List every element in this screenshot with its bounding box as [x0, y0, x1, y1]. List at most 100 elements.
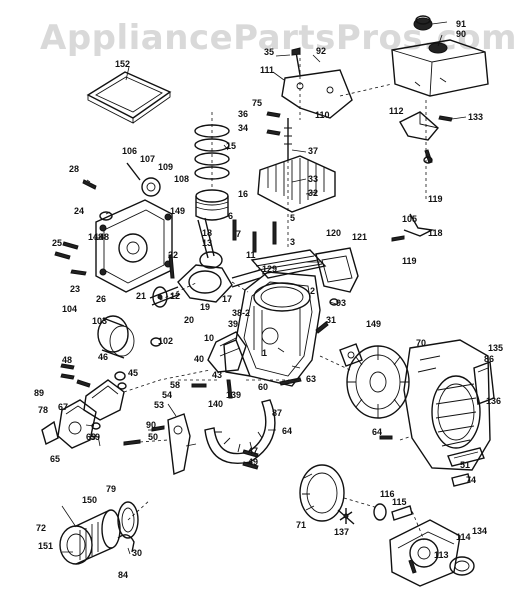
- part-label: 110: [315, 110, 330, 120]
- part-label: 119: [428, 194, 443, 204]
- blower-housing: [403, 339, 491, 471]
- part-label: 87: [272, 408, 282, 418]
- cylinder-head: [257, 118, 336, 213]
- air-filter: [59, 501, 139, 565]
- part-label: 149: [170, 206, 185, 216]
- clamp-84: [117, 534, 135, 553]
- part-label: 135: [488, 343, 503, 353]
- part-label: 112: [389, 106, 404, 116]
- part-label: 72: [36, 523, 46, 533]
- part-label: 150: [82, 495, 97, 505]
- part-label: 24: [74, 206, 84, 216]
- part-label: 69: [86, 432, 96, 442]
- starter-pulley: [299, 464, 345, 522]
- part-label: 129: [262, 264, 277, 274]
- bracket-118: [403, 213, 435, 237]
- part-label: 20: [184, 315, 194, 325]
- part-label: 16: [238, 189, 248, 199]
- governor-lever: [167, 413, 191, 475]
- part-label: 86: [484, 354, 494, 364]
- pulley-21: [152, 286, 168, 308]
- part-label: 118: [428, 228, 443, 238]
- part-label: 39: [228, 319, 238, 329]
- part-label: 37: [308, 146, 318, 156]
- rewind-housing: [389, 519, 461, 587]
- spring-71: [373, 503, 413, 521]
- connecting-rod: [197, 217, 223, 269]
- part-label: 109: [158, 162, 173, 172]
- part-label: 11: [246, 250, 256, 260]
- part-label: 30: [132, 548, 142, 558]
- part-label: 18: [202, 228, 212, 238]
- part-label: 107: [140, 154, 155, 164]
- part-label: 48: [62, 355, 72, 365]
- part-label: 119: [402, 256, 417, 266]
- muffler-assembly: [391, 15, 489, 97]
- part-label: 91: [456, 19, 466, 29]
- part-label: 32: [308, 188, 318, 198]
- part-label: 65: [50, 454, 60, 464]
- part-label: 148: [94, 232, 109, 242]
- part-label: 23: [70, 284, 80, 294]
- part-label: 105: [402, 214, 417, 224]
- part-label: 2: [310, 286, 315, 296]
- part-label: 114: [456, 532, 471, 542]
- part-label: 115: [392, 497, 407, 507]
- part-label: 67: [58, 402, 68, 412]
- part-label: 50: [148, 432, 158, 442]
- part-label: 19: [200, 302, 210, 312]
- part-label: 103: [92, 316, 107, 326]
- part-label: 21: [136, 291, 146, 301]
- bracket-120: [315, 247, 359, 293]
- part-label: 25: [52, 238, 62, 248]
- part-label: 84: [118, 570, 128, 580]
- plate-74: [447, 447, 485, 487]
- engine-block: [223, 271, 321, 387]
- part-label: 92: [316, 46, 326, 56]
- part-label: 89: [34, 388, 44, 398]
- part-label: 36: [238, 109, 248, 119]
- part-label: 63: [306, 374, 316, 384]
- part-label: 22: [168, 250, 178, 260]
- carburetor: [41, 379, 125, 449]
- assembly-lines: [123, 52, 427, 541]
- part-label: 59: [90, 432, 100, 442]
- part-label: 53: [154, 400, 164, 410]
- part-label: 90: [146, 420, 156, 430]
- bracket-111: [281, 47, 353, 119]
- baffle-64: [204, 399, 276, 464]
- part-label: 78: [38, 405, 48, 415]
- part-label: 140: [208, 399, 223, 409]
- part-label: 111: [260, 65, 274, 75]
- flywheel: [346, 345, 410, 419]
- piston-rings: [194, 124, 230, 180]
- part-label: 133: [468, 112, 483, 122]
- part-label: 38-2: [232, 308, 250, 318]
- plate-152: [86, 71, 172, 124]
- starter-handle: [449, 556, 475, 576]
- part-label: 7: [236, 229, 241, 239]
- part-label: 152: [115, 59, 130, 69]
- part-label: 13: [202, 238, 212, 248]
- part-label: 35: [264, 47, 274, 57]
- part-label: 6: [228, 211, 233, 221]
- part-label: 49: [248, 457, 258, 467]
- part-label: 79: [106, 484, 116, 494]
- ratchet-134: [337, 508, 355, 525]
- part-label: 90: [456, 29, 466, 39]
- part-label: 148: [88, 232, 103, 242]
- part-label: 134: [472, 526, 487, 536]
- part-label: 28: [69, 164, 79, 174]
- piston: [195, 189, 229, 221]
- part-label: 43: [212, 370, 222, 380]
- part-149: [339, 343, 363, 367]
- ignition-coil: [207, 331, 247, 373]
- part-label: 108: [174, 174, 189, 184]
- part-label: 136: [486, 396, 501, 406]
- part-label: 116: [380, 489, 395, 499]
- part-label: 106: [122, 146, 137, 156]
- part-label: 12: [170, 291, 180, 301]
- part-label: 75: [252, 98, 262, 108]
- part-label: 47: [248, 446, 258, 456]
